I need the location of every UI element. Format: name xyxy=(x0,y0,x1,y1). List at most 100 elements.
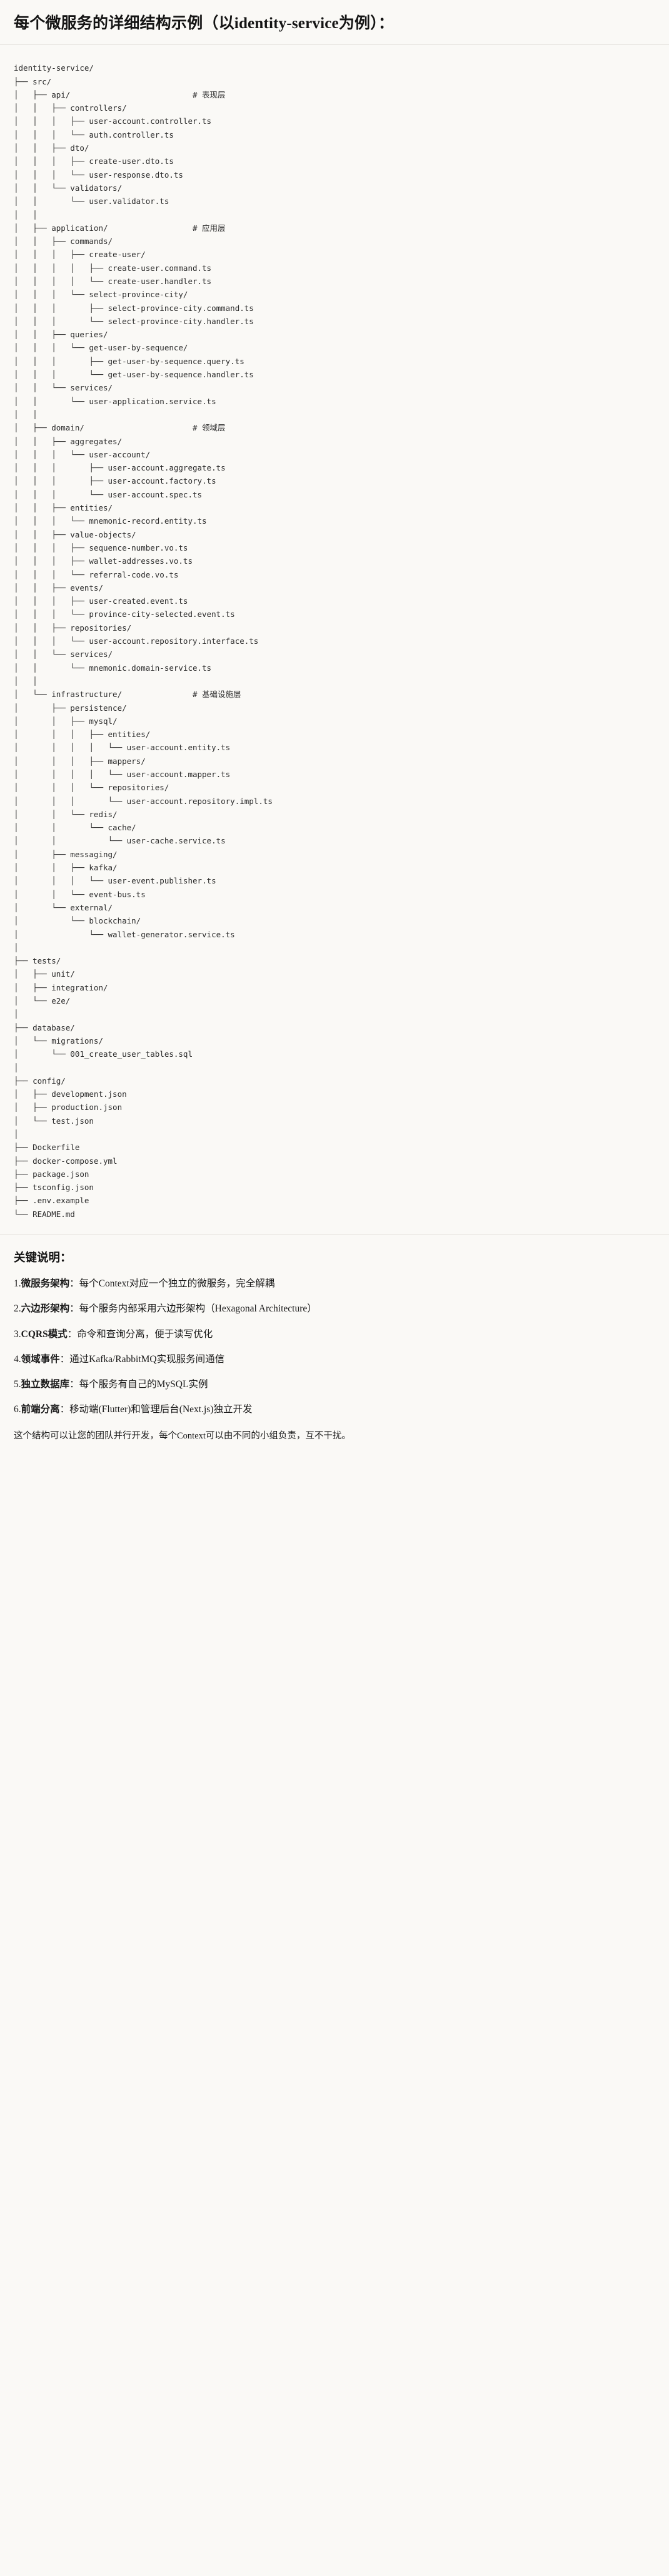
page-title: 每个微服务的详细结构示例（以identity-service为例）： xyxy=(14,15,395,32)
tree-line: │ │ ├── aggregates/ xyxy=(14,436,123,446)
tree-line: │ │ │ └── get-user-by-sequence.handler.t… xyxy=(14,370,254,380)
key-note-item: 1.微服务架构：每个Context对应一个独立的微服务，完全解耦 xyxy=(14,1276,655,1291)
tree-line: │ └── infrastructure/ # 基础设施层 xyxy=(14,690,241,700)
tree-line: │ │ │ │ └── user-account.entity.ts xyxy=(14,743,231,753)
page-root: 每个微服务的详细结构示例（以identity-service为例）： ident… xyxy=(0,0,669,1441)
tree-line: │ │ │ ├── mappers/ xyxy=(14,756,146,766)
tree-line: │ │ │ └── user-event.publisher.ts xyxy=(14,876,216,886)
tree-line: │ xyxy=(14,1009,19,1019)
tree-line: │ │ │ ├── sequence-number.vo.ts xyxy=(14,542,188,552)
tree-line: │ └── test.json xyxy=(14,1116,94,1126)
tree-line: │ │ │ └── user-account.repository.interf… xyxy=(14,636,259,646)
tree-line: │ │ └── user-application.service.ts xyxy=(14,396,216,406)
tree-line: │ └── 001_create_user_tables.sql xyxy=(14,1049,193,1059)
key-note-term: 微服务架构 xyxy=(21,1278,70,1290)
tree-line: │ ├── development.json xyxy=(14,1089,127,1099)
tree-line: │ │ ├── dto/ xyxy=(14,143,89,153)
key-note-number: 5. xyxy=(14,1379,21,1390)
key-note-number: 2. xyxy=(14,1303,21,1315)
key-note-term: 领域事件 xyxy=(21,1353,60,1365)
tree-line: │ │ ├── events/ xyxy=(14,583,103,593)
tree-line: │ │ └── services/ xyxy=(14,649,113,659)
tree-line: ├── Dockerfile xyxy=(14,1143,80,1153)
key-note-description: ：每个Context对应一个独立的微服务，完全解耦 xyxy=(69,1278,275,1290)
tree-line: │ └── blockchain/ xyxy=(14,916,141,926)
tree-line: ├── config/ xyxy=(14,1076,66,1086)
tree-line: │ │ ├── mysql/ xyxy=(14,716,118,726)
tree-line: │ │ │ ├── user-account.controller.ts xyxy=(14,116,212,126)
key-note-item: 6.前端分离：移动端(Flutter)和管理后台(Next.js)独立开发 xyxy=(14,1402,655,1417)
key-note-description: ：每个服务有自己的MySQL实例 xyxy=(69,1379,208,1390)
tree-line: │ │ │ ├── create-user/ xyxy=(14,250,146,260)
key-note-description: ：每个服务内部采用六边形架构（Hexagonal Architecture） xyxy=(69,1303,317,1315)
tree-line: │ │ xyxy=(14,210,38,220)
tree-line: identity-service/ xyxy=(14,63,94,73)
tree-line: │ │ │ ├── entities/ xyxy=(14,730,151,740)
tree-line: │ │ │ └── user-account.spec.ts xyxy=(14,489,203,499)
key-note-number: 6. xyxy=(14,1404,21,1415)
key-note-item: 4.领域事件：通过Kafka/RabbitMQ实现服务间通信 xyxy=(14,1352,655,1367)
directory-tree-block: identity-service/ ├── src/ │ ├── api/ # 表现… xyxy=(0,45,669,1236)
tree-line: │ │ │ ├── get-user-by-sequence.query.ts xyxy=(14,356,244,366)
tree-line: │ │ └── user.validator.ts xyxy=(14,196,169,206)
tree-line: ├── docker-compose.yml xyxy=(14,1156,118,1166)
tree-line: │ ├── persistence/ xyxy=(14,703,127,713)
tree-line: │ │ │ ├── user-created.event.ts xyxy=(14,596,188,606)
key-note-term: 六边形架构 xyxy=(21,1303,70,1315)
tree-line: │ │ │ └── select-province-city.handler.t… xyxy=(14,316,254,326)
key-note-number: 4. xyxy=(14,1353,21,1365)
tree-line: │ ├── integration/ xyxy=(14,982,108,992)
tree-line: │ ├── api/ # 表现层 xyxy=(14,89,226,99)
key-note-description: ：移动端(Flutter)和管理后台(Next.js)独立开发 xyxy=(59,1404,253,1415)
tree-line: │ ├── application/ # 应用层 xyxy=(14,223,226,233)
tree-line: ├── package.json xyxy=(14,1169,89,1179)
key-note-item: 2.六边形架构：每个服务内部采用六边形架构（Hexagonal Architec… xyxy=(14,1301,655,1316)
tree-line: │ │ └── event-bus.ts xyxy=(14,889,146,899)
tree-line: │ │ ├── value-objects/ xyxy=(14,529,136,539)
tree-line: │ │ └── cache/ xyxy=(14,823,136,833)
tree-line: │ └── external/ xyxy=(14,902,113,912)
tree-line: │ │ │ └── auth.controller.ts xyxy=(14,130,174,140)
tree-line: │ │ │ └── user-account/ xyxy=(14,449,151,459)
tree-line: │ │ ├── entities/ xyxy=(14,503,113,513)
tree-line: │ └── migrations/ xyxy=(14,1036,103,1046)
key-note-item: 3.CQRS模式：命令和查询分离，便于读写优化 xyxy=(14,1327,655,1341)
tree-line: │ │ │ └── user-account.repository.impl.t… xyxy=(14,796,273,806)
tree-line: │ │ │ └── referral-code.vo.ts xyxy=(14,569,179,579)
key-note-term: 独立数据库 xyxy=(21,1379,70,1390)
title-block: 每个微服务的详细结构示例（以identity-service为例）： xyxy=(0,0,669,46)
tree-line: │ │ │ └── province-city-selected.event.t… xyxy=(14,609,235,619)
tree-line: │ │ │ ├── create-user.dto.ts xyxy=(14,156,174,166)
tree-line: │ │ │ ├── wallet-addresses.vo.ts xyxy=(14,556,193,566)
key-note-number: 3. xyxy=(14,1328,21,1340)
tree-line: │ xyxy=(14,942,19,952)
tree-line: │ │ │ │ ├── create-user.command.ts xyxy=(14,263,212,273)
key-note-number: 1. xyxy=(14,1278,21,1290)
key-notes-heading: 关键说明： xyxy=(14,1252,72,1265)
tree-line: │ │ │ │ └── user-account.mapper.ts xyxy=(14,769,231,779)
tree-line: │ │ └── services/ xyxy=(14,383,113,393)
tree-line: │ │ │ └── select-province-city/ xyxy=(14,290,188,300)
directory-tree: identity-service/ ├── src/ │ ├── api/ # 表现… xyxy=(14,61,655,1221)
tree-line: │ │ ├── kafka/ xyxy=(14,863,118,873)
key-note-description: ：命令和查询分离，便于读写优化 xyxy=(67,1328,213,1340)
tree-line: │ │ └── mnemonic.domain-service.ts xyxy=(14,663,212,673)
key-note-description: ：通过Kafka/RabbitMQ实现服务间通信 xyxy=(59,1353,225,1365)
tree-line: │ └── wallet-generator.service.ts xyxy=(14,929,235,939)
tree-line: ├── tests/ xyxy=(14,956,61,966)
tree-line: └── README.md xyxy=(14,1209,75,1219)
tree-line: │ │ xyxy=(14,409,38,419)
tree-line: ├── database/ xyxy=(14,1022,75,1032)
tree-line: │ │ │ ├── user-account.factory.ts xyxy=(14,476,216,486)
tree-line: ├── src/ xyxy=(14,76,52,86)
tree-line: │ └── e2e/ xyxy=(14,996,71,1006)
tree-line: │ xyxy=(14,1062,19,1072)
tree-line: │ ├── domain/ # 领域层 xyxy=(14,423,226,433)
closing-paragraph: 这个结构可以让您的团队并行开发，每个Context可以由不同的小组负责，互不干扰… xyxy=(14,1430,351,1441)
tree-line: │ ├── unit/ xyxy=(14,969,75,979)
tree-line: ├── .env.example xyxy=(14,1196,89,1206)
tree-line: │ │ │ └── mnemonic-record.entity.ts xyxy=(14,516,207,526)
tree-line: │ │ │ └── user-response.dto.ts xyxy=(14,170,183,180)
tree-line: │ │ │ └── repositories/ xyxy=(14,783,169,793)
